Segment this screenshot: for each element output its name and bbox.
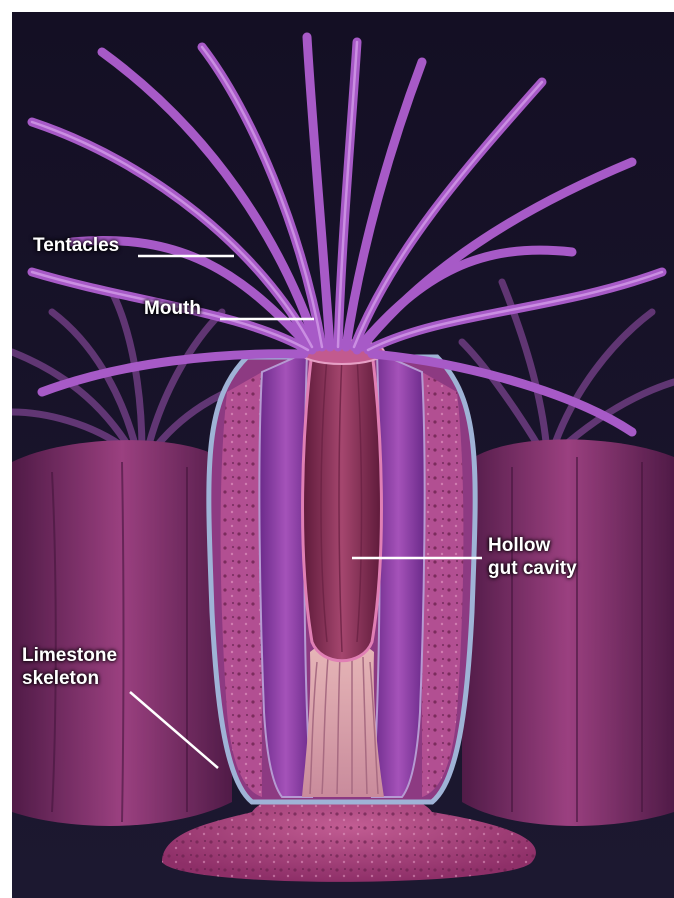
mesentery-folds — [302, 641, 384, 797]
coral-polyp-illustration — [12, 12, 674, 898]
label-gut-cavity: Hollow gut cavity — [488, 534, 577, 580]
label-limestone-skeleton: Limestone skeleton — [22, 644, 117, 690]
label-tentacles: Tentacles — [33, 234, 119, 257]
label-mouth: Mouth — [144, 297, 201, 320]
gut-cavity — [303, 352, 382, 661]
